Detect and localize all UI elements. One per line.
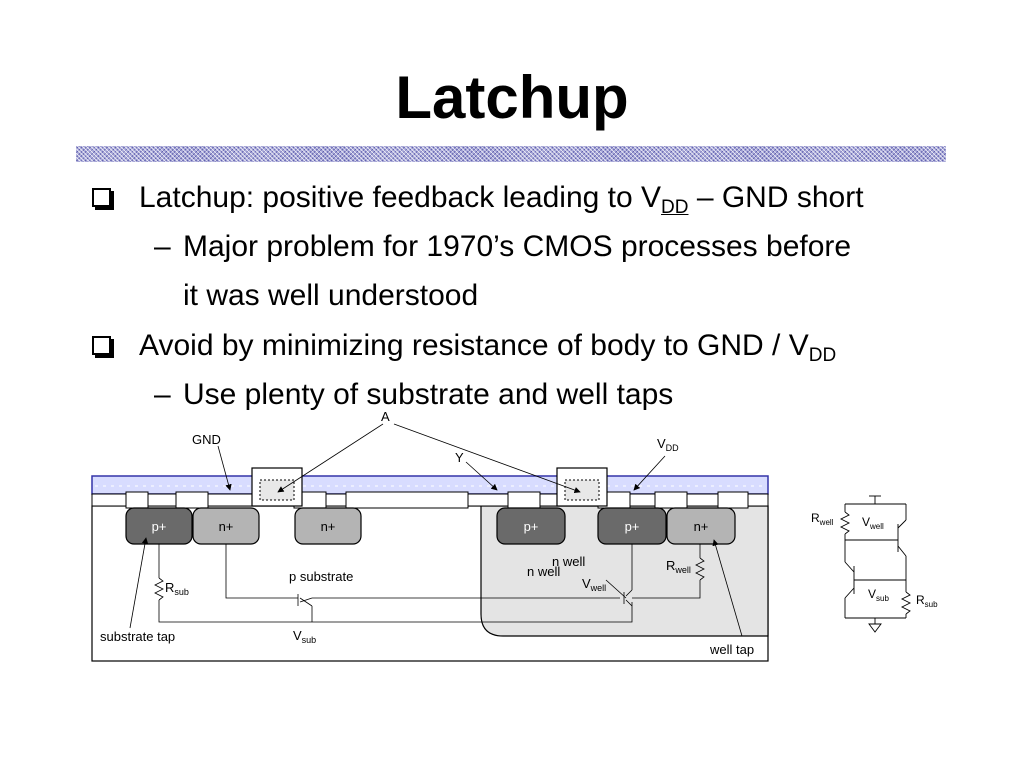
- contact: [507, 491, 541, 509]
- label-v-well: Vwell: [582, 576, 606, 593]
- label-substrate-tap: substrate tap: [100, 629, 175, 644]
- label-n-well: n well: [527, 564, 560, 579]
- slide-title: Latchup: [395, 64, 629, 131]
- schematic-v-well: Vwell: [862, 515, 884, 531]
- dash-icon: –: [154, 230, 171, 263]
- schematic-r-sub: Rsub: [916, 593, 938, 609]
- bullet-2-subscript: DD: [808, 345, 837, 366]
- contact: [654, 491, 688, 509]
- label-vdd: VDD: [657, 436, 679, 453]
- n-plus-label: n+: [219, 519, 234, 534]
- bullet-1: Latchup: positive feedback leading to VD…: [139, 180, 864, 226]
- schematic-r-well: Rwell: [811, 511, 834, 527]
- dash-icon: –: [154, 378, 171, 411]
- bullet-2-text: Avoid by minimizing resistance of body t…: [139, 329, 809, 362]
- p-plus-label: p+: [524, 519, 539, 534]
- checkbox-square-icon: [92, 188, 111, 207]
- bullet-1-text: Latchup: positive feedback leading to V: [139, 181, 662, 214]
- label-p-substrate: p substrate: [289, 569, 353, 584]
- pmos-gate: [556, 467, 608, 507]
- label-r-well: Rwell: [666, 558, 691, 575]
- label-y: Y: [455, 450, 464, 465]
- p-plus-label: p+: [152, 519, 167, 534]
- p-plus-diffusion: [496, 507, 566, 545]
- p-plus-label: p+: [625, 519, 640, 534]
- contact: [717, 491, 749, 509]
- equivalent-schematic: [839, 495, 912, 633]
- metal-layer: [91, 475, 769, 495]
- n-plus-diffusion: [666, 507, 736, 545]
- label-a: A: [381, 409, 390, 424]
- n-plus-label: n+: [321, 519, 336, 534]
- nmos-gate: [251, 467, 303, 507]
- bullet-1-after: – GND short: [688, 181, 864, 214]
- checkbox-square-icon: [92, 336, 111, 355]
- bullet-1-subscript: DD: [661, 197, 689, 218]
- label-well-tap: well tap: [709, 642, 754, 657]
- label-r-sub: Rsub: [165, 580, 189, 597]
- contact: [345, 491, 469, 509]
- label-gnd: GND: [192, 432, 221, 447]
- bullet-2: Avoid by minimizing resistance of body t…: [139, 328, 836, 374]
- schematic-v-sub: Vsub: [868, 587, 889, 603]
- contact: [175, 491, 209, 509]
- contact: [125, 491, 149, 509]
- label-v-sub: Vsub: [293, 628, 316, 645]
- n-plus-label: n+: [694, 519, 709, 534]
- sub-bullet-2: Use plenty of substrate and well taps: [183, 378, 674, 411]
- title-divider: [76, 146, 946, 162]
- n-plus-diffusion: [294, 507, 362, 545]
- sub-bullet-1-line-1: Major problem for 1970’s CMOS processes …: [183, 230, 852, 263]
- label-n-well: n well: [552, 554, 585, 569]
- sub-bullet-1-line-2: it was well understood: [183, 279, 479, 312]
